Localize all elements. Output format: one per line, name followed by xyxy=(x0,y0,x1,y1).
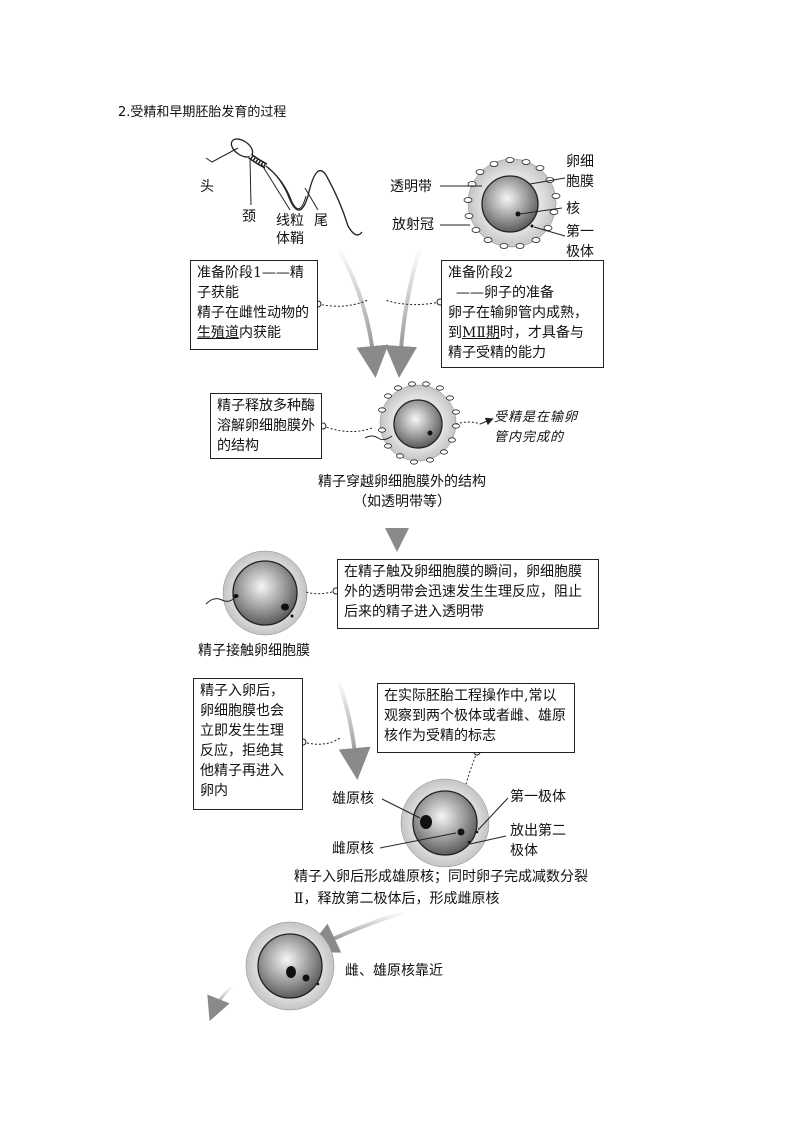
zona-reaction-box: 在精子触及卵细胞膜的瞬间，卵细胞膜外的透明带会迅速发生生理反应，阻止后来的精子进… xyxy=(337,559,599,629)
membrane-reaction-box: 精子入卵后，卵细胞膜也会立即发生生理反应，拒绝其他精子再进入卵内 xyxy=(193,678,303,810)
corona-label: 放射冠 xyxy=(392,217,434,233)
arrow-to-final xyxy=(305,910,405,953)
sperm-tail-label: 尾 xyxy=(314,213,328,229)
contact-caption: 精子接触卵细胞膜 xyxy=(198,643,310,659)
arrow-sperm-down xyxy=(336,247,389,378)
prep2-line2: ——卵子的准备 xyxy=(456,285,554,301)
sperm-head-label: 头 xyxy=(200,179,214,195)
prep2-line1: 准备阶段2 xyxy=(448,265,513,281)
arrow-egg-down xyxy=(385,247,422,378)
pronucleus-caption: 精子入卵后形成雄原核；同时卵子完成减数分裂Ⅱ，释放第二极体后，形成雌原核 xyxy=(294,869,588,907)
prep1-title: 准备阶段1——精子获能 xyxy=(197,265,304,301)
pronuclei-approach-drawing xyxy=(245,921,335,1011)
handwritten-note: 受精是在输卵 管内完成的 xyxy=(494,410,579,445)
second-polar-label: 放出第二 极体 xyxy=(510,823,566,859)
approach-label: 雌、雄原核靠近 xyxy=(345,963,443,979)
female-pronucleus-label: 雌原核 xyxy=(332,841,374,857)
prep1-box: 准备阶段1——精子获能 精子在雌性动物的生殖道内获能 xyxy=(190,260,318,350)
zona-label: 透明带 xyxy=(390,179,432,195)
pronucleus-egg-drawing xyxy=(379,778,509,868)
male-pronucleus-label: 雄原核 xyxy=(332,791,374,807)
section-title: 2.受精和早期胚胎发育的过程 xyxy=(118,105,287,120)
arrow-down-3 xyxy=(336,679,371,780)
prep2-text: 卵子在输卵管内成熟，到MⅡ期时，才具备与精子受精的能力 xyxy=(448,305,588,361)
egg-penetration-drawing xyxy=(364,381,494,465)
arrow-final xyxy=(207,984,234,1022)
practice-box: 在实际胚胎工程操作中,常以观察到两个极体或者雌、雄原核作为受精的标志 xyxy=(377,683,575,753)
pronucleus-first-polar-label: 第一极体 xyxy=(510,789,566,805)
sperm-neck-label: 颈 xyxy=(242,209,256,225)
penetrate-caption: 精子穿越卵细胞膜外的结构 （如透明带等） xyxy=(318,474,486,510)
first-polar-label: 第一 极体 xyxy=(566,224,594,260)
egg-contact-drawing xyxy=(205,550,308,636)
prep1-text: 精子在雌性动物的生殖道内获能 xyxy=(197,305,309,341)
egg-drawing xyxy=(440,157,566,249)
sperm-drawing xyxy=(205,138,363,236)
sperm-midpiece-label: 线粒 体鞘 xyxy=(276,213,304,247)
membrane-label: 卵细 胞膜 xyxy=(566,154,594,190)
nucleus-label: 核 xyxy=(566,201,580,217)
prep2-box: 准备阶段2 ——卵子的准备 卵子在输卵管内成熟，到MⅡ期时，才具备与精子受精的能… xyxy=(441,260,604,368)
enzyme-box: 精子释放多种酶溶解卵细胞膜外的结构 xyxy=(210,393,322,459)
